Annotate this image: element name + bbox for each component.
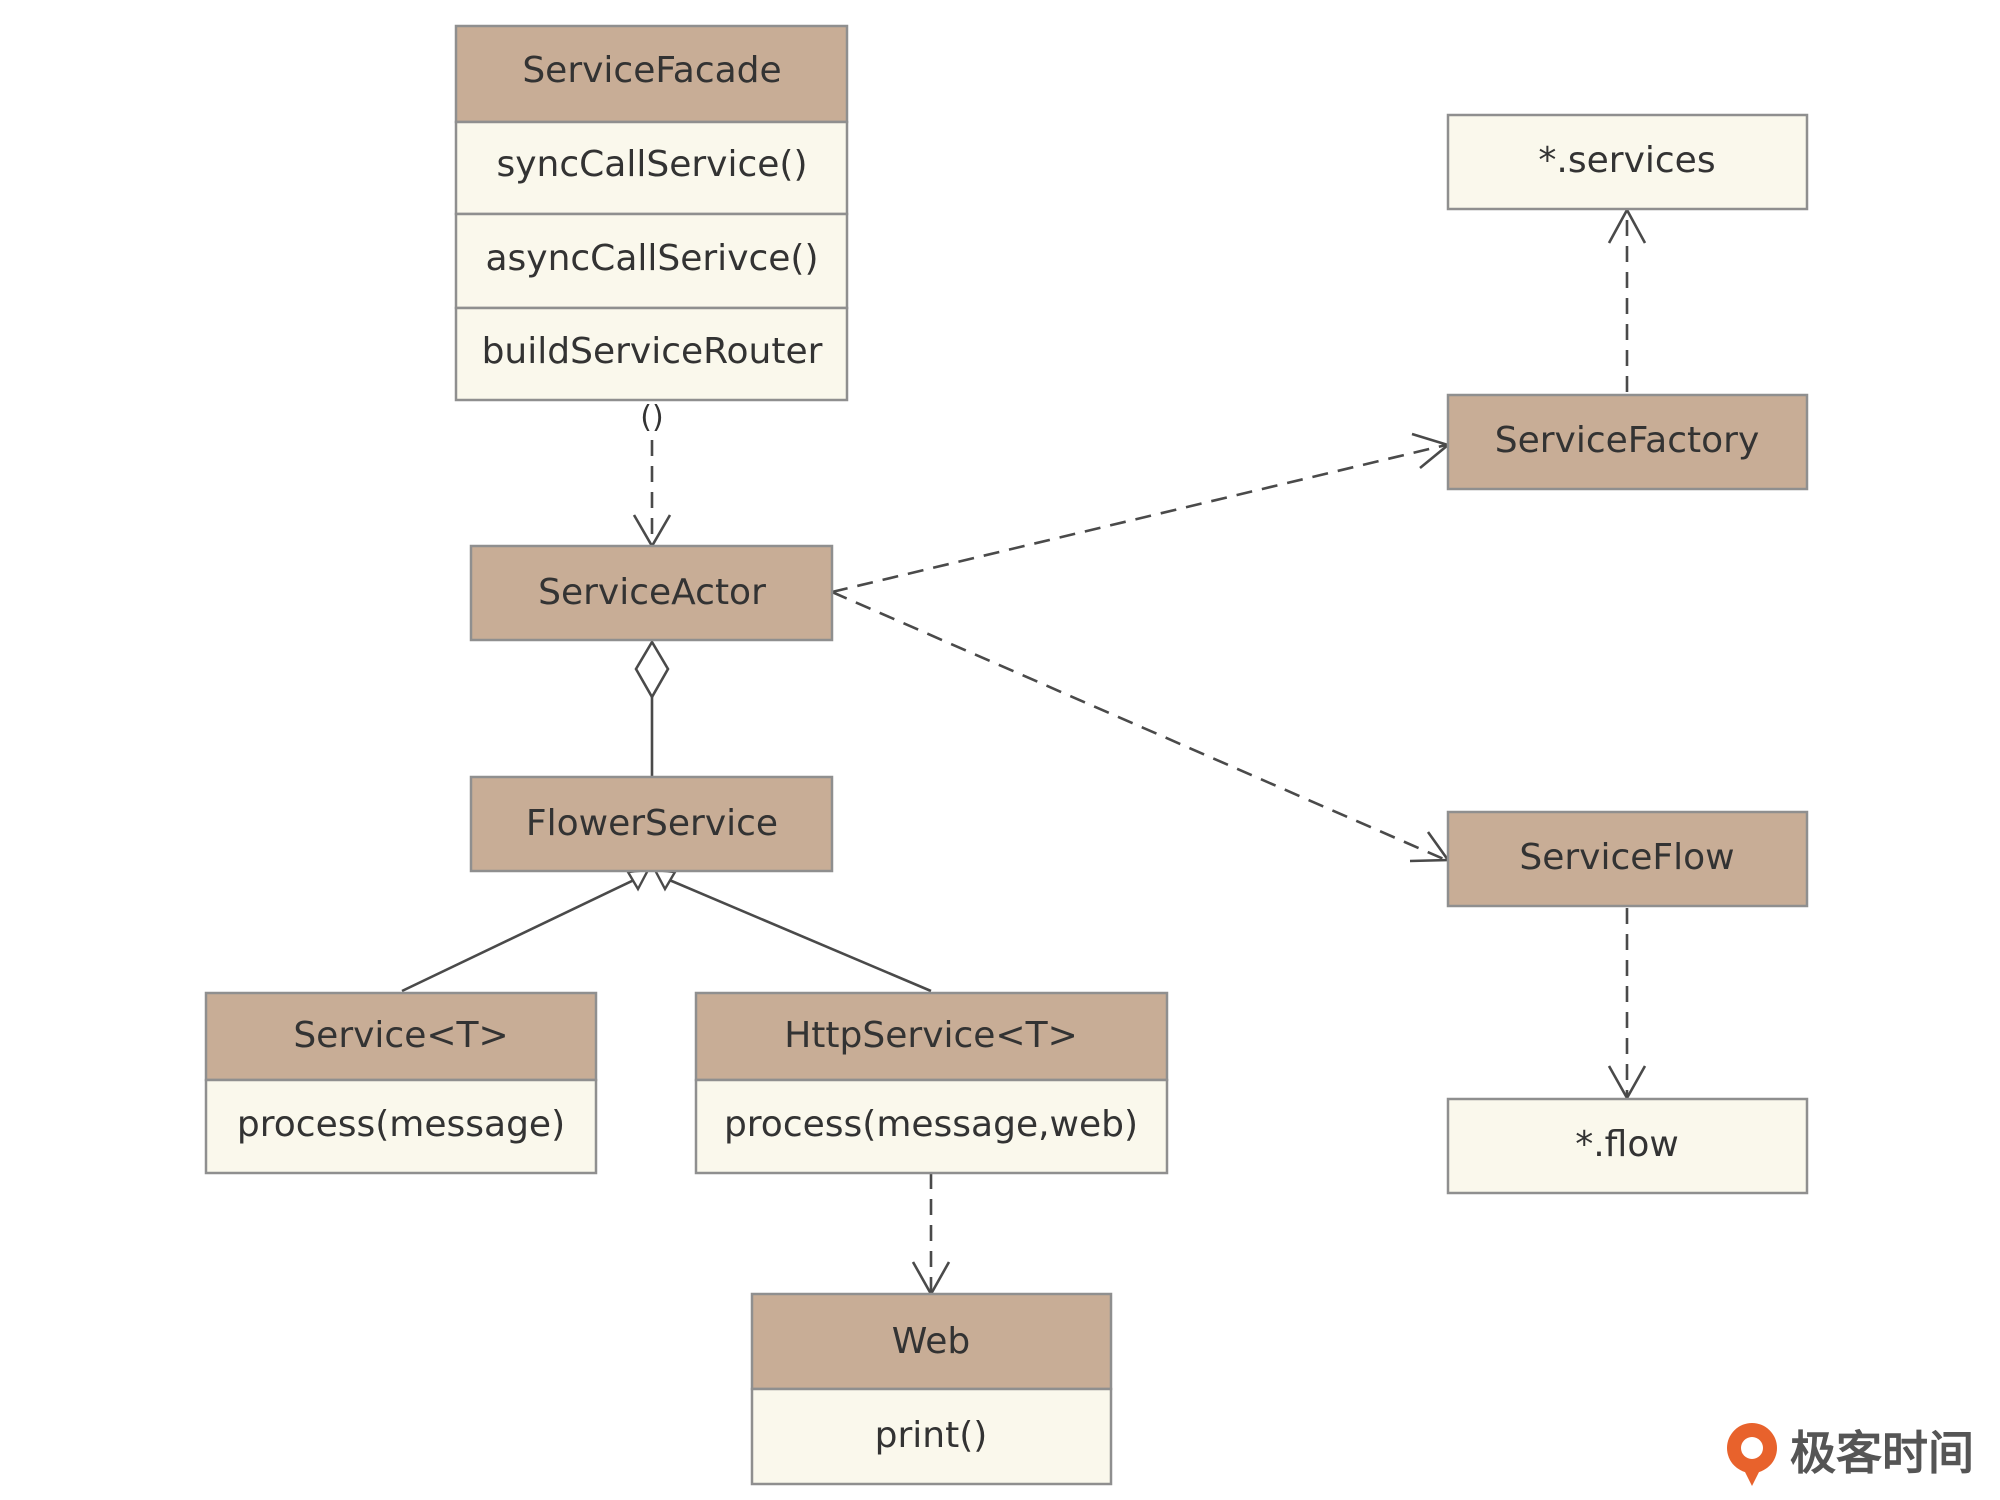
method-build-service-router: buildServiceRouter [482,331,823,372]
method-process: process(message) [237,1104,565,1145]
method-process-web: process(message,web) [724,1104,1138,1145]
class-title: ServiceActor [538,572,766,613]
class-title: ServiceFacade [522,50,781,91]
class-service-actor: ServiceActor [469,544,834,642]
edge-actor-to-flow [831,590,1451,863]
method-async-call-service: asyncCallSerivce() [485,238,818,279]
method-print: print() [875,1415,988,1456]
class-title: FlowerService [526,803,778,844]
connectors: () [401,207,1647,1297]
class-title: ServiceFactory [1495,420,1760,461]
generalization-triangle-icon [652,868,677,892]
aggregation-diamond-icon [634,639,670,700]
edge-flower-to-actor [634,639,670,777]
package-title: *.services [1538,140,1715,181]
package-flow: *.flow [1446,1097,1809,1195]
geektime-logo: 极客时间 [1727,1423,1974,1486]
class-title: HttpService<T> [784,1015,1078,1056]
class-web: Web print() [750,1292,1113,1486]
class-service-facade: ServiceFacade syncCallService() asyncCal… [454,24,849,402]
package-services: *.services [1446,113,1809,211]
edge-facade-to-actor: () [632,400,672,549]
package-title: *.flow [1575,1124,1679,1165]
edge-actor-to-factory [831,432,1451,594]
edge-httpservice-to-web [911,1173,951,1297]
geektime-logo-icon [1727,1423,1777,1486]
geektime-logo-text: 极客时间 [1790,1426,1974,1480]
method-sync-call-service: syncCallService() [496,144,807,185]
edge-httpservice-to-flower [652,868,932,993]
class-title: ServiceFlow [1519,837,1734,878]
class-http-service: HttpService<T> process(message,web) [694,991,1169,1175]
generalization-triangle-icon [626,868,651,892]
class-service-factory: ServiceFactory [1446,393,1809,491]
class-title: Web [892,1321,971,1362]
class-title: Service<T> [293,1015,508,1056]
class-service-flow: ServiceFlow [1446,810,1809,908]
edge-factory-to-services [1607,207,1647,392]
edge-flow-to-flowpkg [1607,908,1647,1101]
edge-facade-to-actor-label: () [640,400,663,435]
edge-service-to-flower [401,868,651,993]
class-flower-service: FlowerService [469,775,834,873]
class-service-generic: Service<T> process(message) [204,991,598,1175]
